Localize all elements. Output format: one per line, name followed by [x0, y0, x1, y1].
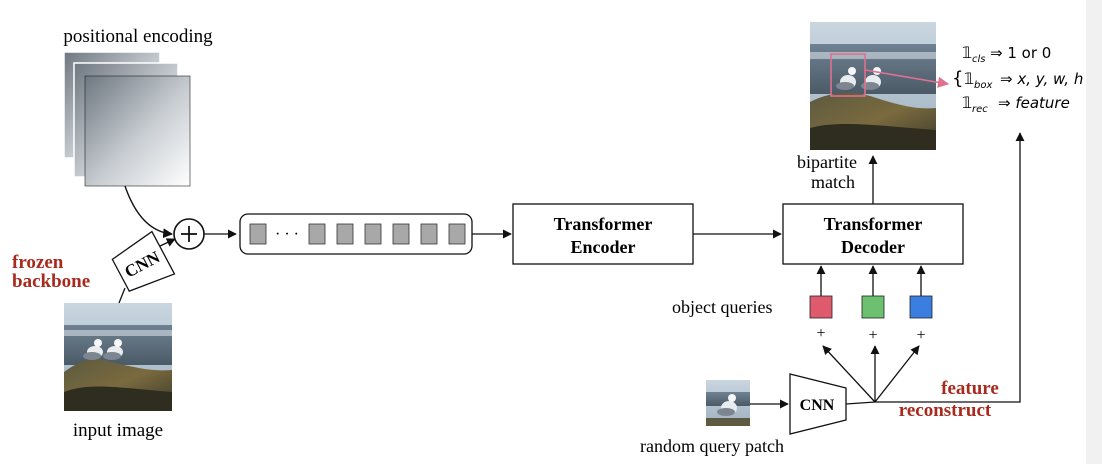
input-image: [64, 303, 172, 411]
box-value: ⇒ x, y, w, h: [1000, 70, 1083, 88]
frozen-label: frozen: [12, 252, 64, 273]
transformer-decoder-block: Transformer Decoder: [782, 203, 964, 265]
bipartite-label-line1: bipartite: [797, 152, 857, 172]
encoder-title-line2: Encoder: [571, 237, 636, 257]
reconstruct-label: reconstruct: [899, 400, 992, 421]
token-sequence: · · ·: [239, 213, 473, 255]
box-indicator-icon: 𝟙: [964, 69, 974, 88]
loss-terms: { 𝟙 cls ⇒ 1 or 0 𝟙 box ⇒ x, y, w, h 𝟙 re…: [952, 43, 1083, 115]
query-cnn-block: CNN: [789, 373, 847, 435]
object-query-blue: [909, 295, 933, 319]
bipartite-label-line2: match: [811, 172, 855, 192]
cls-indicator-icon: 𝟙: [962, 43, 972, 62]
query-cnn-label: CNN: [800, 397, 835, 414]
object-queries-label: object queries: [672, 297, 772, 317]
token: [336, 223, 354, 245]
plus-sign-red: +: [816, 325, 825, 342]
output-image: [810, 22, 936, 150]
transformer-encoder-block: Transformer Encoder: [512, 203, 694, 265]
feature-reconstruct-arrow: [875, 132, 1025, 403]
token: [249, 223, 267, 245]
patch-to-query-blue-arrow: [874, 345, 920, 403]
backbone-label: backbone: [12, 271, 90, 292]
object-query-red: [809, 295, 833, 319]
random-query-patch-label: random query patch: [640, 436, 784, 456]
plus-sign-green: +: [868, 327, 877, 344]
encoder-title-line1: Transformer: [554, 214, 653, 234]
input-image-label: input image: [73, 420, 163, 441]
plus-sign-blue: +: [916, 327, 925, 344]
random-query-patch-image: [706, 380, 750, 426]
patch-to-query-red-arrow: [822, 345, 876, 403]
page-edge: [1086, 0, 1102, 464]
token: [364, 223, 382, 245]
positional-encoding-stack: [63, 51, 191, 187]
token: [308, 223, 326, 245]
rec-subscript: rec: [972, 104, 988, 115]
backbone-cnn-block: CNN: [111, 230, 176, 292]
token: [448, 223, 466, 245]
token: [420, 223, 438, 245]
token: [392, 223, 410, 245]
box-subscript: box: [974, 80, 992, 91]
cnn-to-fan-line: [845, 401, 876, 405]
positional-encoding-label: positional encoding: [63, 26, 213, 47]
object-query-green: [861, 295, 885, 319]
decoder-title-line2: Decoder: [841, 237, 905, 257]
circled-plus-icon: [173, 218, 205, 250]
predicted-box: [830, 53, 866, 97]
rec-indicator-icon: 𝟙: [962, 93, 972, 112]
box-to-loss-arrow: [864, 69, 950, 88]
image-to-cnn-line: [118, 287, 126, 304]
cls-value: ⇒ 1 or 0: [990, 44, 1051, 62]
cls-subscript: cls: [972, 54, 986, 65]
ellipsis-dots: · · ·: [275, 226, 299, 243]
posenc-to-plus-arrow: [124, 185, 173, 239]
loss-brace: {: [952, 68, 963, 89]
cnn-to-plus-arrow: [159, 238, 176, 247]
feature-label: feature: [941, 378, 999, 399]
decoder-title-line1: Transformer: [824, 214, 923, 234]
rec-value: ⇒ feature: [998, 94, 1070, 112]
